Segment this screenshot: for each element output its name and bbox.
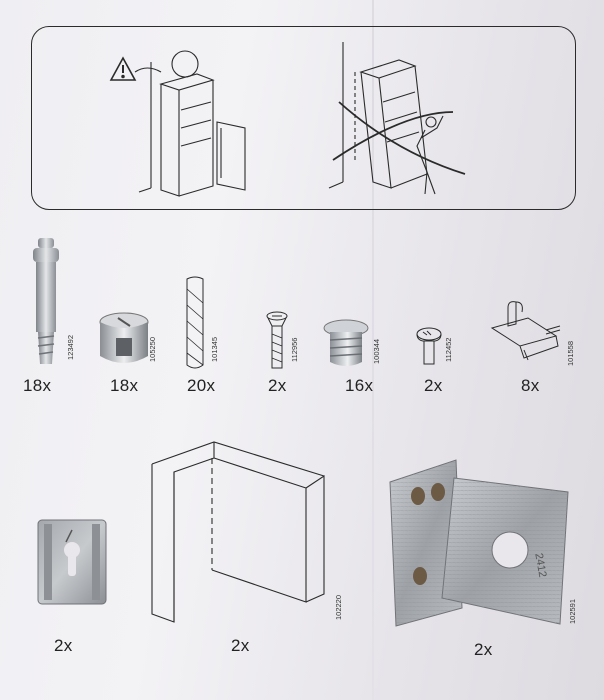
part-code: 112956 — [290, 337, 299, 362]
part-quantity: 2x — [54, 636, 73, 655]
flat-head-screw-icon — [266, 311, 288, 369]
part-code: 105250 — [148, 336, 157, 362]
warning-triangle-icon — [109, 56, 137, 81]
part-quantity: 18x — [110, 376, 139, 395]
bracket-stamp: 2412 — [532, 552, 548, 578]
shelf-support-icon — [490, 301, 561, 361]
metal-corner-bracket-icon: 2412 — [389, 459, 569, 627]
part-quantity: 2x — [424, 376, 443, 395]
part-quantity: 20x — [187, 376, 216, 395]
part-quantity: 2x — [474, 640, 493, 659]
part-code: 123492 — [66, 334, 75, 360]
part-quantity: 18x — [23, 376, 52, 395]
cam-lock-nut-icon — [99, 312, 149, 363]
part-code: 112452 — [444, 337, 453, 362]
part-quantity: 8x — [521, 376, 540, 395]
part-code: 101345 — [210, 336, 219, 362]
warning-illustration-wrong — [328, 42, 466, 195]
wooden-dowel-cam-bolt-icon — [33, 238, 59, 364]
wood-dowel-icon — [186, 276, 204, 369]
keyhole-wall-plate-icon — [37, 519, 107, 605]
part-quantity: 2x — [231, 636, 250, 655]
part-code: 101558 — [566, 340, 575, 366]
part-code: 102591 — [568, 598, 577, 624]
warning-illustration-correct — [109, 50, 246, 197]
part-code: 100344 — [372, 338, 381, 364]
corner-panel-icon — [151, 441, 325, 623]
round-head-pin-icon — [416, 327, 442, 365]
part-code: 102220 — [334, 594, 343, 620]
safety-warning-panel — [31, 26, 576, 210]
part-quantity: 16x — [345, 376, 374, 395]
threaded-insert-icon — [323, 319, 369, 366]
paper-fold — [372, 0, 374, 700]
part-quantity: 2x — [268, 376, 287, 395]
